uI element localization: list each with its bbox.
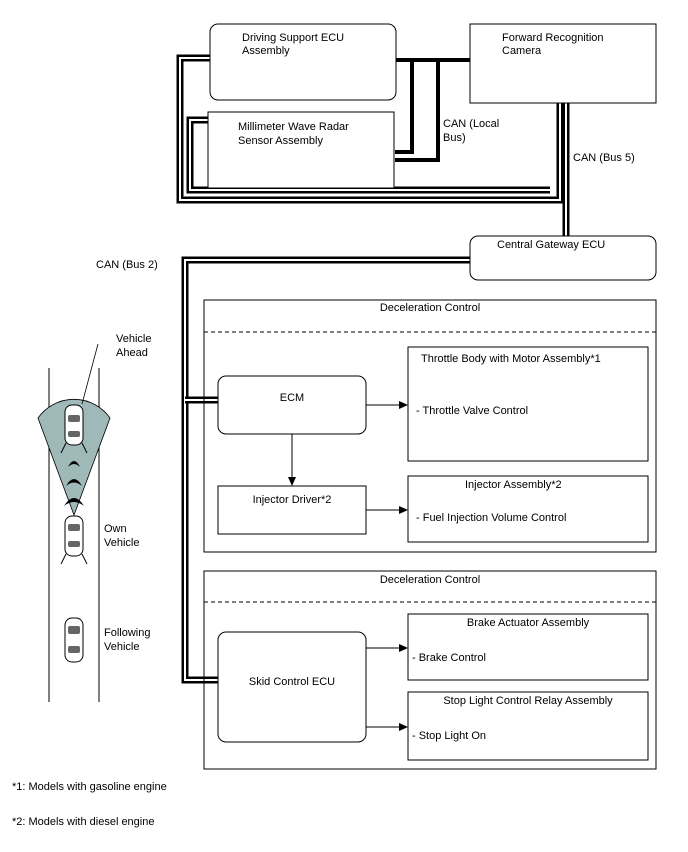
driving-support-ecu-box — [209, 23, 397, 101]
own-vehicle-label-2: Vehicle — [104, 537, 139, 549]
skid-control-ecu-label: Skid Control ECU — [249, 676, 335, 688]
brake-actuator-title: Brake Actuator Assembly — [467, 617, 590, 629]
brake-control-text: - Brake Control — [412, 652, 486, 664]
vehicle-ahead-leader — [81, 343, 99, 405]
following-vehicle-icon — [64, 617, 84, 663]
stop-light-relay-title: Stop Light Control Relay Assembly — [443, 695, 613, 707]
deceleration-panel-brake — [203, 570, 657, 770]
following-vehicle-label: Following — [104, 627, 150, 639]
can-local-bus-label-2: Bus) — [443, 132, 466, 144]
radar-beam — [37, 398, 111, 517]
driving-support-ecu-label: Driving Support ECU — [242, 32, 344, 44]
panel-brake-arrows — [366, 644, 408, 731]
forward-camera-box — [469, 23, 657, 104]
radar-wave-icons — [64, 461, 84, 506]
vehicle-ahead-label: Vehicle — [116, 333, 151, 345]
injector-assembly-box — [407, 475, 649, 543]
own-vehicle-label: Own — [104, 523, 127, 535]
fuel-injection-control-text: - Fuel Injection Volume Control — [416, 512, 566, 524]
injector-driver-box — [217, 485, 367, 535]
vehicle-ahead-icon — [60, 404, 88, 454]
throttle-body-box — [407, 346, 649, 462]
radar-sensor-label-2: Sensor Assembly — [238, 135, 323, 147]
throttle-valve-control-text: - Throttle Valve Control — [416, 405, 528, 417]
ecm-label: ECM — [280, 392, 304, 404]
throttle-body-title: Throttle Body with Motor Assembly*1 — [421, 353, 601, 365]
can-bus2-label: CAN (Bus 2) — [96, 259, 158, 271]
central-gateway-ecu-box — [469, 235, 657, 281]
can-bus-lines — [176, 54, 570, 684]
road-illustration — [37, 368, 111, 702]
footnote-gasoline: *1: Models with gasoline engine — [12, 781, 167, 793]
footnote-diesel: *2: Models with diesel engine — [12, 816, 154, 828]
vehicle-ahead-label-2: Ahead — [116, 347, 148, 359]
injector-assembly-title: Injector Assembly*2 — [465, 479, 562, 491]
own-vehicle-icon — [60, 515, 88, 565]
panel-engine-arrows — [288, 401, 408, 514]
radar-sensor-box — [207, 111, 395, 189]
deceleration-panel-engine — [203, 299, 657, 553]
central-gateway-ecu-label: Central Gateway ECU — [497, 239, 605, 251]
following-vehicle-label-2: Vehicle — [104, 641, 139, 653]
forward-camera-label: Forward Recognition — [502, 32, 604, 44]
forward-camera-label-2: Camera — [502, 45, 542, 57]
brake-actuator-box — [407, 613, 649, 681]
panel-brake-title: Deceleration Control — [380, 574, 480, 586]
radar-sensor-label: Millimeter Wave Radar — [238, 121, 349, 133]
injector-driver-label: Injector Driver*2 — [253, 494, 332, 506]
skid-control-ecu-box — [217, 631, 367, 743]
can-bus5-label: CAN (Bus 5) — [573, 152, 635, 164]
stop-light-on-text: - Stop Light On — [412, 730, 486, 742]
stop-light-relay-box — [407, 691, 649, 761]
can-local-bus-label: CAN (Local — [443, 118, 499, 130]
panel-engine-title: Deceleration Control — [380, 302, 480, 314]
driving-support-ecu-label-2: Assembly — [242, 45, 290, 57]
ecm-box — [217, 375, 367, 435]
